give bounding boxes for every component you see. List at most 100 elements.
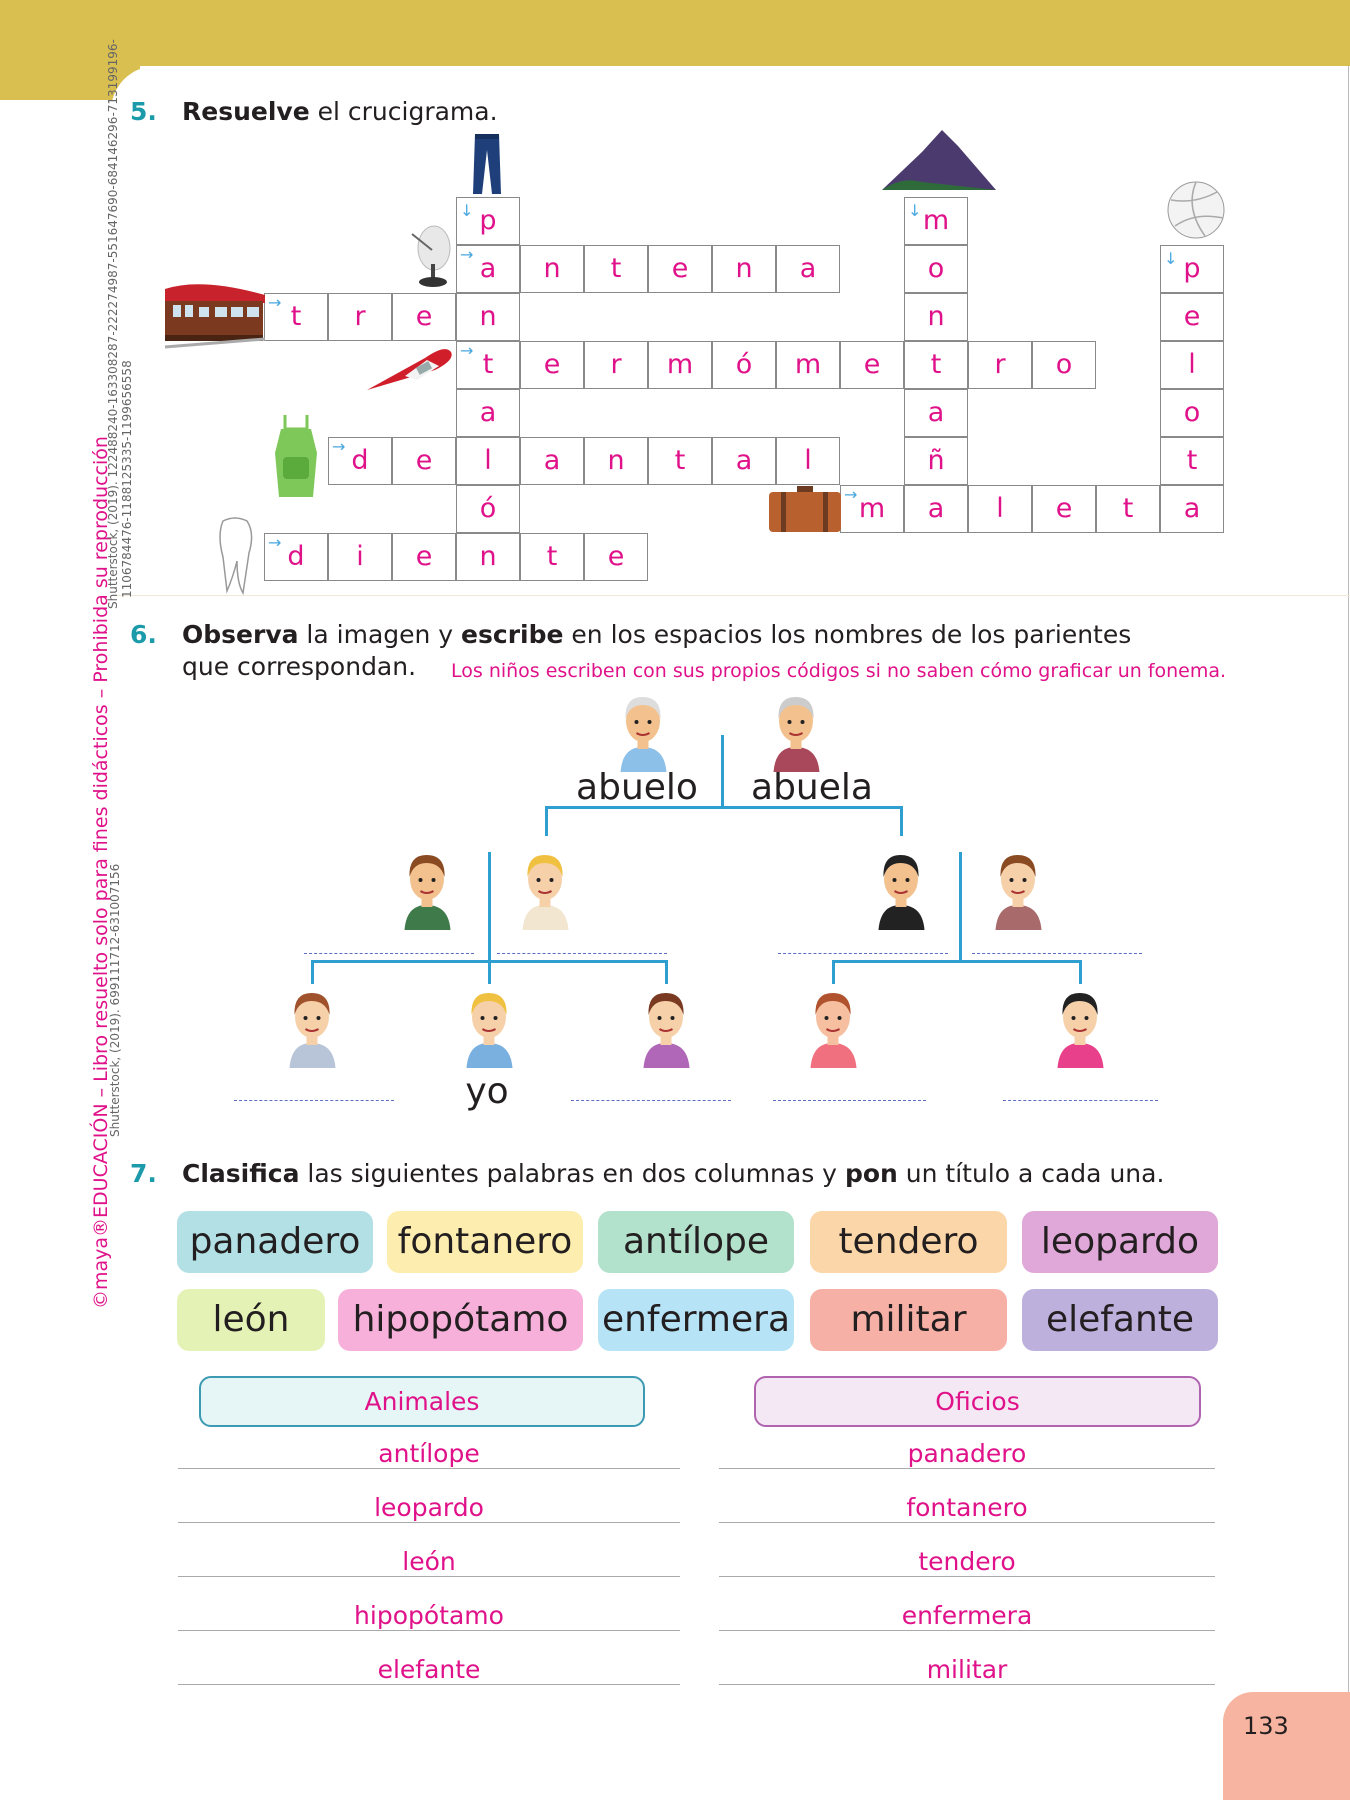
word-chip[interactable]: hipopótamo (338, 1289, 583, 1351)
answer-line[interactable] (719, 1468, 1215, 1469)
crossword-cell[interactable]: m (648, 341, 712, 389)
crossword-cell[interactable]: r (328, 293, 392, 341)
crossword-cell[interactable]: t (584, 245, 648, 293)
crossword-cell[interactable]: o (904, 245, 968, 293)
answer-line[interactable] (719, 1684, 1215, 1685)
answer-blank[interactable] (972, 953, 1142, 954)
crossword-cell[interactable]: t (1160, 437, 1224, 485)
crossword-cell[interactable]: a (712, 437, 776, 485)
crossword-cell[interactable]: t (904, 341, 968, 389)
exercise-instruction-line2: que correspondan. (182, 652, 417, 681)
crossword-cell[interactable]: e (584, 533, 648, 581)
crossword-cell[interactable]: t (648, 437, 712, 485)
crossword-cell[interactable]: n (456, 293, 520, 341)
tree-line (1079, 960, 1082, 984)
crossword-cell[interactable]: o (1160, 389, 1224, 437)
crossword-cell[interactable]: p (456, 197, 520, 245)
answer-line[interactable] (178, 1576, 680, 1577)
crossword-cell[interactable]: r (584, 341, 648, 389)
arrow-right-icon: → (268, 293, 282, 312)
crossword-cell[interactable]: m (904, 197, 968, 245)
crossword-cell[interactable]: e (520, 341, 584, 389)
crossword-cell[interactable]: l (968, 485, 1032, 533)
apron-icon (275, 415, 317, 497)
mountain-icon (882, 130, 996, 190)
crossword-cell[interactable]: e (648, 245, 712, 293)
crossword-cell[interactable]: m (776, 341, 840, 389)
crossword-cell[interactable]: a (520, 437, 584, 485)
crossword-cell[interactable]: a (776, 245, 840, 293)
crossword-cell[interactable]: n (584, 437, 648, 485)
word-chip[interactable]: enfermera (598, 1289, 794, 1351)
answer-blank[interactable] (571, 1100, 731, 1101)
crossword-cell[interactable]: a (904, 389, 968, 437)
crossword-cell[interactable]: a (456, 245, 520, 293)
word-chip[interactable]: león (177, 1289, 325, 1351)
crossword-cell[interactable]: m (840, 485, 904, 533)
crossword-cell[interactable]: e (392, 533, 456, 581)
word-chip[interactable]: tendero (810, 1211, 1007, 1273)
answer-blank[interactable] (773, 1100, 926, 1101)
answer-line[interactable] (719, 1630, 1215, 1631)
answer-blank[interactable] (497, 953, 667, 954)
crossword-cell[interactable]: ó (456, 485, 520, 533)
page-number: 133 (1243, 1712, 1289, 1740)
image-credit: Shutterstock, (2019). 699111712-63100715… (108, 863, 122, 1137)
crossword-cell[interactable]: e (840, 341, 904, 389)
crossword-cell[interactable]: ñ (904, 437, 968, 485)
column-title-animals[interactable]: Animales (199, 1376, 645, 1427)
crossword-cell[interactable]: t (520, 533, 584, 581)
answer-line[interactable] (178, 1684, 680, 1685)
arrow-right-icon: → (460, 341, 474, 360)
answer-line[interactable] (178, 1630, 680, 1631)
avatar-brother (284, 985, 341, 1068)
word-chip[interactable]: panadero (177, 1211, 373, 1273)
crossword-cell[interactable]: e (1032, 485, 1096, 533)
word-chip[interactable]: fontanero (387, 1211, 583, 1273)
answer-line[interactable] (178, 1522, 680, 1523)
answer-line[interactable] (719, 1522, 1215, 1523)
crossword-cell[interactable]: d (264, 533, 328, 581)
crossword-cell[interactable]: a (904, 485, 968, 533)
crossword-cell[interactable]: n (456, 533, 520, 581)
answer-line[interactable] (719, 1576, 1215, 1577)
arrow-right-icon: → (844, 485, 858, 504)
crossword-cell[interactable]: ó (712, 341, 776, 389)
crossword-cell[interactable]: e (1160, 293, 1224, 341)
crossword-cell[interactable]: a (1160, 485, 1224, 533)
crossword-cell[interactable]: t (1096, 485, 1160, 533)
answer-blank[interactable] (304, 953, 474, 954)
crossword-cell[interactable]: n (520, 245, 584, 293)
crossword-cell[interactable]: o (1032, 341, 1096, 389)
tree-line (959, 852, 962, 962)
crossword-cell[interactable]: a (456, 389, 520, 437)
crossword-cell[interactable]: n (712, 245, 776, 293)
crossword-cell[interactable]: p (1160, 245, 1224, 293)
crossword-cell[interactable]: i (328, 533, 392, 581)
image-credit: Shutterstock, (2019). 122488240-16330828… (106, 39, 120, 609)
answer-word: tendero (918, 1547, 1016, 1576)
avatar-cousin-girl (1052, 985, 1109, 1068)
crossword-cell[interactable]: n (904, 293, 968, 341)
top-banner (0, 0, 1350, 66)
answer-blank[interactable] (1003, 1100, 1158, 1101)
crossword-cell[interactable]: l (456, 437, 520, 485)
word-chip[interactable]: antílope (598, 1211, 794, 1273)
word-chip[interactable]: leopardo (1022, 1211, 1218, 1273)
tree-line (832, 960, 835, 984)
crossword-cell[interactable]: t (456, 341, 520, 389)
crossword-cell[interactable]: t (264, 293, 328, 341)
answer-blank[interactable] (234, 1100, 394, 1101)
crossword-cell[interactable]: e (392, 437, 456, 485)
crossword-cell[interactable]: r (968, 341, 1032, 389)
word-chip[interactable]: elefante (1022, 1289, 1218, 1351)
word-chip[interactable]: militar (810, 1289, 1007, 1351)
answer-word: enfermera (901, 1601, 1033, 1630)
answer-blank[interactable] (778, 953, 948, 954)
crossword-cell[interactable]: e (392, 293, 456, 341)
crossword-cell[interactable]: l (776, 437, 840, 485)
column-title-jobs[interactable]: Oficios (754, 1376, 1201, 1427)
crossword-cell[interactable]: l (1160, 341, 1224, 389)
answer-line[interactable] (178, 1468, 680, 1469)
crossword-cell[interactable]: d (328, 437, 392, 485)
